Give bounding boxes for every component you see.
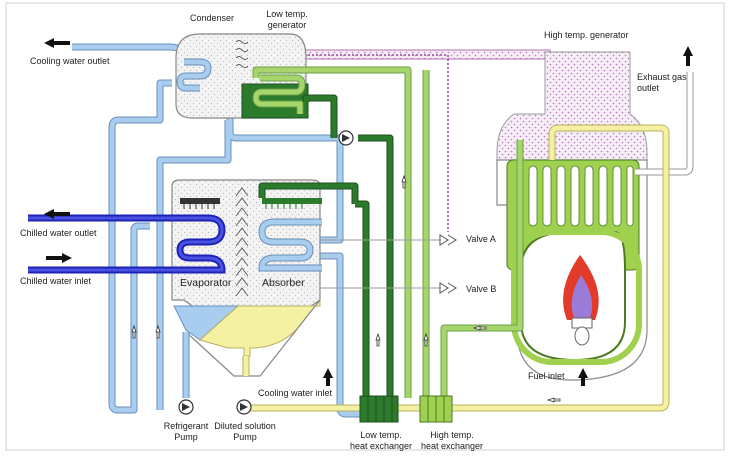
- exhaust-gas-outlet-label: Exhaust gas outlet: [637, 72, 687, 93]
- high-temp-heat-exchanger-label: High temp. heat exchanger: [420, 430, 484, 451]
- exhaust-arrow: [683, 46, 693, 66]
- high-temp-generator-label: High temp. generator: [544, 30, 629, 40]
- chilled-water-inlet-arrow: [46, 253, 72, 263]
- cooling-water-outlet-arrow: [44, 38, 70, 48]
- strong-solution-pump: [338, 130, 354, 146]
- flow-arrows: [44, 38, 693, 386]
- chilled-water-outlet-label: Chilled water outlet: [20, 228, 97, 238]
- fuel-inlet-label: Fuel inlet: [528, 371, 565, 381]
- cooling-water-inlet-arrow: [323, 368, 333, 386]
- valve-a: [320, 234, 457, 246]
- low-temp-heat-exchanger-label: Low temp. heat exchanger: [349, 430, 413, 451]
- chilled-water-outlet-arrow: [44, 209, 70, 219]
- condenser-vessel: [175, 33, 309, 119]
- valve-b-label: Valve B: [466, 284, 497, 294]
- refrigerant-pump-label: Refrigerant Pump: [163, 421, 209, 442]
- refrigerant-pump: [178, 399, 194, 415]
- frame: [5, 2, 725, 451]
- low-temp-heat-exchanger: [359, 395, 399, 423]
- diluted-solution-pump: [236, 399, 252, 415]
- condenser-label: Condenser: [190, 13, 235, 23]
- diluted-solution-pump-label: Diluted solution Pump: [214, 421, 276, 442]
- valve-b: [320, 282, 457, 294]
- high-temp-generator: [299, 49, 648, 381]
- chilled-water-inlet-label: Chilled water inlet: [20, 276, 92, 286]
- cooling-water-inlet-label: Cooling water inlet: [258, 388, 333, 398]
- valve-a-label: Valve A: [466, 234, 496, 244]
- evaporator-absorber-vessel: [28, 179, 322, 377]
- small-flow-arrows: [131, 174, 561, 403]
- high-temp-heat-exchanger: [419, 395, 453, 423]
- low-temp-generator-label: Low temp. generator: [266, 9, 308, 30]
- vapor-line: [300, 54, 449, 232]
- evaporator-label: Evaporator: [180, 277, 232, 289]
- cooling-water-outlet-label: Cooling water outlet: [30, 56, 110, 66]
- absorber-label: Absorber: [262, 277, 305, 289]
- fuel-inlet-arrow: [578, 368, 588, 386]
